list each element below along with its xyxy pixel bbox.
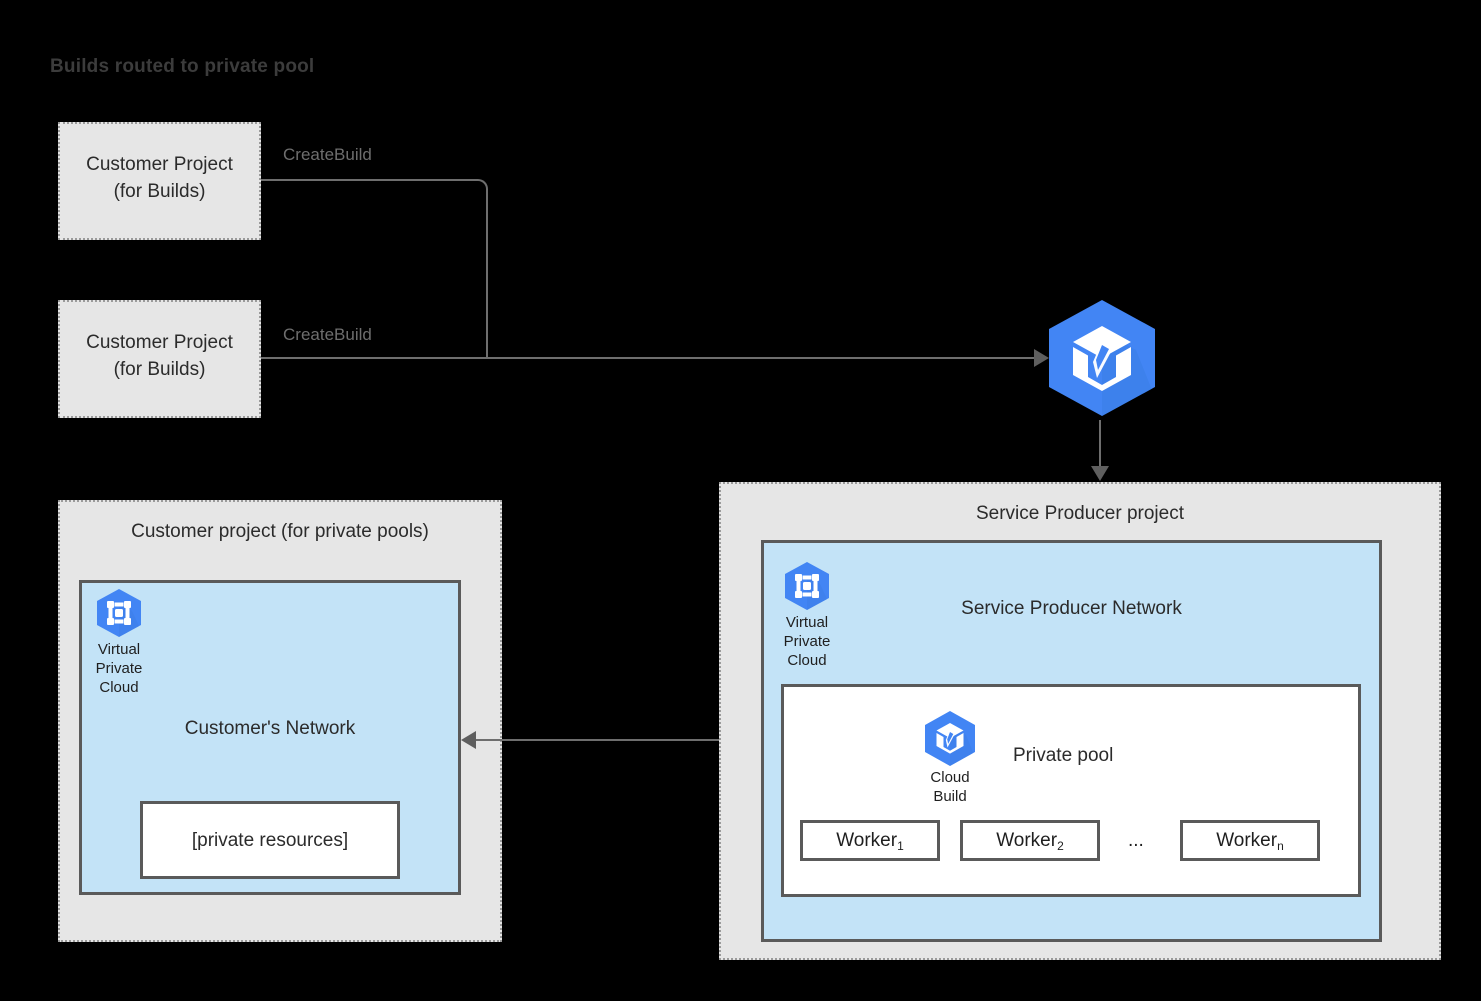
customers-network-label: Customer's Network	[184, 718, 356, 739]
customer-vpc-caption: Virtual Private Cloud	[96, 640, 143, 698]
customer-project-builds-2-line1: Customer Project	[86, 332, 233, 353]
create-build-label-2: CreateBuild	[283, 325, 372, 344]
peering-connector-line	[470, 739, 754, 741]
connector-build1-horizontal	[261, 179, 478, 181]
private-resources-box[interactable]: [private resources]	[140, 801, 400, 879]
connector-build1-corner	[476, 179, 488, 191]
customer-project-builds-1-box[interactable]: Customer Project (for Builds)	[58, 122, 261, 240]
virtual-private-cloud-icon	[785, 562, 829, 610]
customer-project-builds-2-line2: (for Builds)	[113, 358, 206, 380]
cloud-build-service-icon[interactable]	[1040, 296, 1164, 420]
connector-build-arrowhead	[1034, 349, 1049, 367]
service-producer-vpc-icon	[781, 560, 833, 612]
service-producer-vpc-caption-line2: Private	[783, 633, 831, 651]
create-build-label-1: CreateBuild	[283, 145, 372, 164]
customer-vpc-caption-line1: Virtual	[97, 641, 141, 658]
service-producer-vpc-caption-line3: Cloud	[787, 652, 827, 670]
worker-1-label: Worker1	[836, 829, 904, 853]
customer-vpc-icon	[93, 587, 145, 639]
worker-ellipsis: ...	[1128, 830, 1144, 851]
service-producer-project-title: Service Producer project	[975, 503, 1185, 524]
connector-build1-vertical	[486, 190, 488, 359]
service-producer-vpc-caption-line1: Virtual	[785, 614, 829, 631]
peering-arrow-left	[461, 731, 476, 749]
cloud-build-icon	[925, 711, 975, 766]
customer-project-builds-1-line1: Customer Project	[86, 154, 233, 175]
private-pool-label: Private pool	[1013, 745, 1114, 766]
private-resources-label: [private resources]	[191, 830, 349, 851]
service-producer-network-label: Service Producer Network	[961, 598, 1182, 619]
private-pool-cloud-build-icon	[921, 709, 979, 767]
worker-2-label: Worker2	[996, 829, 1064, 853]
private-pool-box[interactable]	[781, 684, 1361, 897]
customer-vpc-caption-line3: Cloud	[99, 679, 139, 697]
private-pool-cloud-build-caption: Cloud Build	[930, 768, 969, 806]
cloud-build-icon	[1049, 300, 1155, 416]
connector-build2-horizontal	[261, 357, 1037, 359]
worker-n-label: Workern	[1216, 829, 1284, 853]
service-producer-vpc-caption: Virtual Private Cloud	[784, 613, 831, 671]
page-title: Builds routed to private pool	[50, 56, 315, 77]
worker-box-1[interactable]: Worker1	[800, 820, 940, 861]
worker-box-2[interactable]: Worker2	[960, 820, 1100, 861]
customer-project-builds-1-line2: (for Builds)	[113, 180, 206, 202]
customer-vpc-caption-line2: Private	[95, 660, 143, 678]
connector-service-vertical	[1099, 420, 1101, 470]
customer-project-private-pools-title: Customer project (for private pools)	[131, 521, 429, 542]
virtual-private-cloud-icon	[97, 589, 141, 637]
cloud-build-caption-line2: Build	[933, 788, 967, 806]
cloud-build-caption-line1: Cloud	[930, 769, 970, 786]
customer-project-builds-2-box[interactable]: Customer Project (for Builds)	[58, 300, 261, 418]
worker-box-n[interactable]: Workern	[1180, 820, 1320, 861]
connector-service-arrowhead	[1091, 466, 1109, 481]
